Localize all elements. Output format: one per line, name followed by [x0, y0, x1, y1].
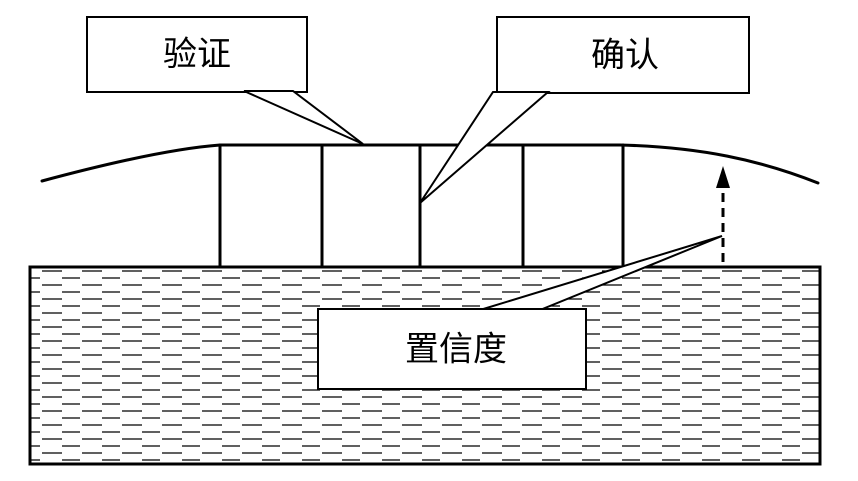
verification-label: 验证 [163, 35, 231, 75]
confidence-label: 置信度 [405, 330, 507, 370]
confirmation-label: 确认 [591, 36, 659, 76]
confidence-box [317, 308, 587, 390]
verification-box [86, 16, 308, 93]
confirmation-pointer [419, 91, 551, 204]
dashed-arrow-head [716, 166, 730, 188]
bridge-deck-arc [40, 143, 820, 185]
confirmation-box [496, 16, 750, 94]
verification-pointer [243, 90, 364, 145]
